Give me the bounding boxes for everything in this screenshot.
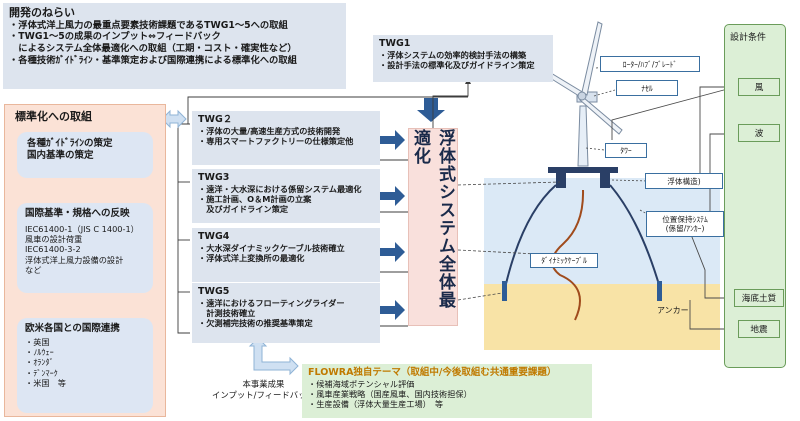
twg5-item: ・遠洋におけるフローティングライダー bbox=[198, 297, 345, 308]
condition-wind: 風 bbox=[738, 78, 780, 96]
io-label-line: 本事業成果 bbox=[242, 379, 285, 389]
system-optimization-label: 浮体式システム全体最適化 bbox=[410, 129, 455, 309]
twg3-item: ・施工計画、O＆M計画の立案 bbox=[198, 194, 312, 205]
io-arrow bbox=[248, 337, 299, 376]
floater-label: 浮体構造) bbox=[645, 173, 723, 189]
io-label: 本事業成果 インプット/フィードバック bbox=[212, 379, 315, 400]
twg2-item: ・浮体の大量/高速生産方式の技術開発 bbox=[198, 125, 341, 136]
twg5-item: 計測技術確立 bbox=[198, 308, 256, 319]
standardization-title: 標準化への取組 bbox=[15, 110, 92, 123]
twg2-item: ・専用スマートファクトリーの仕様策定他 bbox=[198, 136, 354, 147]
anchor bbox=[502, 281, 507, 301]
guidelines-box: 各種ｶﾞｲﾄﾞﾗｲﾝの策定 国内基準の策定 bbox=[17, 132, 153, 178]
twg1-title: TWG1 bbox=[379, 38, 411, 49]
twg1-item: ・浮体システムの効率的検討手法の構築 bbox=[379, 49, 527, 60]
mooring-line bbox=[504, 184, 557, 289]
flowra-theme-box: FLOWRA独自テーマ（取組中/今後取組む共通重要課題） ・候補海域ポテンシャル… bbox=[302, 364, 592, 418]
guideline-item: 国内基準の策定 bbox=[27, 149, 94, 161]
rotor-label: ﾛｰﾀｰ/ﾊﾌﾞ/ﾌﾞﾚｰﾄﾞ bbox=[600, 56, 700, 72]
twg3-item: 及びガイドライン策定 bbox=[198, 204, 289, 215]
arrow-down bbox=[417, 98, 445, 122]
intl-cooperation-box: 欧米各国との国際連携 ・英国 ・ﾉﾙｳｪｰ ・ｵﾗﾝﾀﾞ ・ﾃﾞﾝﾏｰｸ ・米国… bbox=[17, 318, 153, 413]
country-item: ・英国 bbox=[25, 336, 50, 347]
intl-cooperation-head: 欧米各国との国際連携 bbox=[25, 323, 120, 334]
twg5-box: TWG5 ・遠洋におけるフローティングライダー 計測技術確立 ・欠測補完技術の推… bbox=[192, 283, 380, 343]
intl-standards-item: IEC61400-3-2 bbox=[25, 244, 81, 255]
country-item: ・ﾉﾙｳｪｰ bbox=[25, 347, 54, 358]
arrow-right bbox=[380, 300, 405, 320]
development-aim-box: 開発のねらい ・浮体式洋上風力の最重点要素技術課題であるTWG1～5への取組 ・… bbox=[3, 3, 346, 89]
bidirectional-arrow bbox=[161, 109, 187, 129]
aim-line: ・各種技術ｶﾞｲﾄﾞﾗｲﾝ・基準策定および国際連携による標準化への取組 bbox=[9, 54, 297, 66]
twg4-title: TWG4 bbox=[198, 231, 230, 242]
flowra-item: ・候補海域ポテンシャル評価 bbox=[308, 378, 415, 389]
nacelle-label: ﾅｾﾙ bbox=[616, 80, 678, 96]
aim-line: によるシステム全体最適化への取組（工期・コスト・確実性など） bbox=[9, 42, 297, 54]
standardization-panel: 標準化への取組 各種ｶﾞｲﾄﾞﾗｲﾝの策定 国内基準の策定 国際基準・規格への反… bbox=[4, 104, 166, 417]
flowra-item: ・風車産業戦略（国産風車、国内技術担保） bbox=[308, 389, 472, 400]
country-item: ・米国 等 bbox=[25, 377, 66, 388]
intl-standards-item: など bbox=[25, 264, 42, 275]
anchor bbox=[657, 281, 662, 301]
turbine-blade bbox=[581, 21, 603, 96]
twg4-item: ・浮体式洋上変換所の最適化 bbox=[198, 253, 305, 264]
twg4-item: ・大水深ダイナミックケーブル技術確立 bbox=[198, 242, 345, 253]
flowra-title: FLOWRA独自テーマ（取組中/今後取組む共通重要課題） bbox=[308, 367, 557, 378]
twg3-item: ・遠洋・大水深における係留システム最適化 bbox=[198, 183, 362, 194]
mooring-label: 位置保持ｼｽﾃﾑ (係留/ｱﾝｶｰ) bbox=[646, 211, 724, 237]
intl-standards-head: 国際基準・規格への反映 bbox=[25, 208, 130, 219]
twg5-item: ・欠測補完技術の推奨基準策定 bbox=[198, 318, 313, 329]
design-conditions-panel bbox=[724, 24, 786, 368]
aim-title: 開発のねらい bbox=[9, 6, 75, 19]
design-conditions-title: 設計条件 bbox=[730, 33, 767, 43]
arrow-right bbox=[380, 186, 405, 206]
aim-line: ・浮体式洋上風力の最重点要素技術課題であるTWG1～5への取組 bbox=[9, 19, 288, 31]
intl-standards-item: 浮体式洋上風力設備の設計 bbox=[25, 254, 124, 265]
arrow-right bbox=[380, 242, 405, 262]
turbine-hub bbox=[577, 91, 587, 101]
twg1-item: ・設計手法の標準化及びガイドライン策定 bbox=[379, 60, 535, 71]
country-item: ・ｵﾗﾝﾀﾞ bbox=[25, 357, 54, 368]
turbine-tower bbox=[577, 105, 589, 167]
arrow-right bbox=[380, 130, 405, 150]
condition-earthquake: 地震 bbox=[738, 320, 780, 338]
floater-deck bbox=[548, 167, 618, 173]
seabed-area bbox=[484, 284, 720, 350]
condition-seabed-soil: 海底土質 bbox=[734, 289, 784, 307]
intl-standards-box: 国際基準・規格への反映 IEC61400-1（JIS C 1400-1） 風車の… bbox=[17, 203, 153, 293]
mooring-line bbox=[609, 184, 661, 289]
system-optimization-column: 浮体式システム全体最適化 bbox=[408, 128, 458, 326]
cable-label: ﾀﾞｲﾅﾐｯｸｹｰﾌﾞﾙ bbox=[530, 253, 598, 268]
intl-standards-item: IEC61400-1（JIS C 1400-1） bbox=[25, 223, 139, 234]
condition-wave: 波 bbox=[738, 124, 780, 142]
io-label-line: インプット/フィードバック bbox=[212, 389, 315, 400]
intl-standards-item: 風車の設計荷重 bbox=[25, 234, 83, 245]
flowra-item: ・生産設備（浮体大量生産工場） 等 bbox=[308, 399, 444, 410]
aim-line: ・TWG1～5の成果のインプット⇔フィードバック bbox=[9, 31, 221, 43]
country-item: ・ﾃﾞﾝﾏｰｸ bbox=[25, 367, 58, 378]
tower-label: ﾀﾜｰ bbox=[605, 143, 647, 158]
twg3-title: TWG3 bbox=[198, 172, 230, 183]
floater-column bbox=[600, 173, 610, 188]
twg4-box: TWG4 ・大水深ダイナミックケーブル技術確立 ・浮体式洋上変換所の最適化 bbox=[192, 228, 380, 282]
anchor-label: アンカー bbox=[657, 306, 689, 315]
twg5-title: TWG5 bbox=[198, 286, 230, 297]
floater-column bbox=[556, 173, 566, 188]
twg2-title: TWG２ bbox=[198, 114, 233, 125]
guideline-item: 各種ｶﾞｲﾄﾞﾗｲﾝの策定 bbox=[27, 138, 113, 149]
twg2-box: TWG２ ・浮体の大量/高速生産方式の技術開発 ・専用スマートファクトリーの仕様… bbox=[192, 111, 380, 165]
twg3-box: TWG3 ・遠洋・大水深における係留システム最適化 ・施工計画、O＆M計画の立案… bbox=[192, 169, 380, 223]
twg1-box: TWG1 ・浮体システムの効率的検討手法の構築 ・設計手法の標準化及びガイドライ… bbox=[373, 35, 553, 82]
